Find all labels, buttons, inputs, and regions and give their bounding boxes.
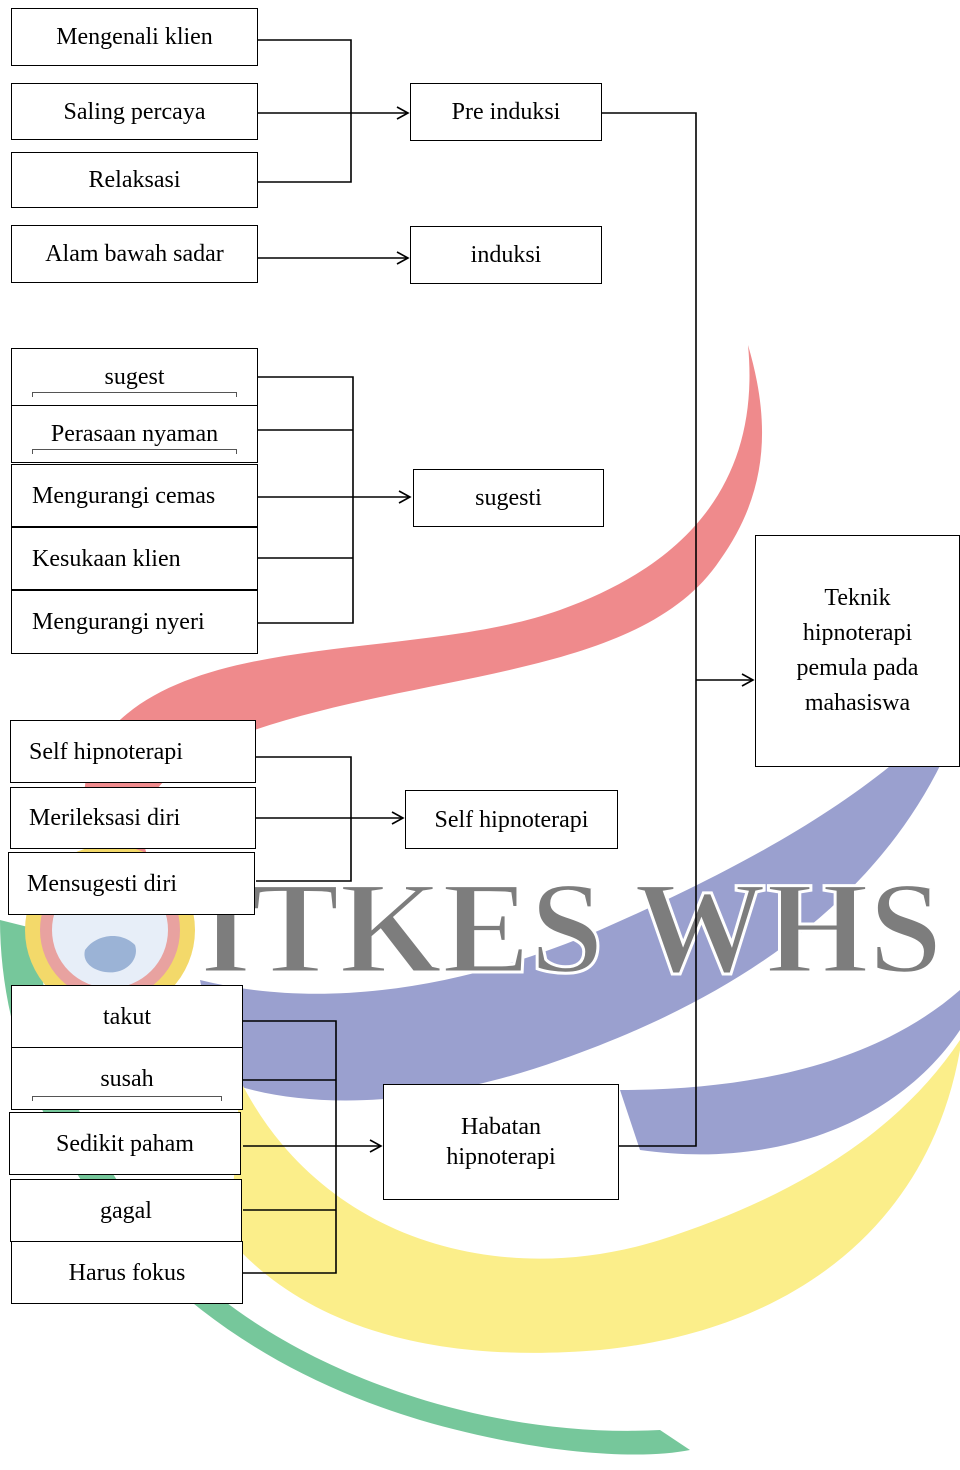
item-kesukaan-klien: Kesukaan klien <box>11 527 258 590</box>
item-perasaan-nyaman: Perasaan nyaman <box>11 405 258 463</box>
watermark-red-swoosh <box>84 345 763 900</box>
item-label: gagal <box>100 1197 152 1224</box>
target-label: sugesti <box>475 485 542 511</box>
connector-self-hipnoterapi <box>256 756 352 882</box>
item-label: Saling percaya <box>63 98 206 125</box>
item-mengenali-klien: Mengenali klien <box>11 8 258 66</box>
connector-pre-induksi <box>258 39 352 183</box>
target-label: Self hipnoterapi <box>434 806 589 833</box>
decorative-underline <box>32 449 237 454</box>
target-pre-induksi: Pre induksi <box>410 83 602 141</box>
item-label: sugest <box>104 364 165 390</box>
item-mensugesti-diri: Mensugesti diri <box>8 852 255 915</box>
item-saling-percaya: Saling percaya <box>11 83 258 140</box>
item-label: Merileksasi diri <box>29 805 181 831</box>
item-merileksasi-diri: Merileksasi diri <box>10 787 256 849</box>
watermark-blue-band <box>200 700 960 1101</box>
target-label: induksi <box>470 242 542 268</box>
watermark-emblem-land <box>84 935 136 973</box>
watermark-text: ITKES WHS <box>200 854 942 1001</box>
target-self-hipnoterapi: Self hipnoterapi <box>405 790 618 849</box>
item-mengurangi-cemas: Mengurangi cemas <box>11 464 258 527</box>
connector-trunk <box>602 112 697 1147</box>
item-label: Sedikit paham <box>56 1130 194 1157</box>
item-mengurangi-nyeri: Mengurangi nyeri <box>11 590 258 654</box>
item-alam-bawah-sadar: Alam bawah sadar <box>11 225 258 283</box>
item-label: Perasaan nyaman <box>50 421 219 447</box>
item-takut: takut <box>11 985 243 1048</box>
item-label: Kesukaan klien <box>32 545 181 572</box>
item-label: Mengenali klien <box>56 24 213 50</box>
watermark-blue-band-lower <box>620 990 960 1155</box>
item-label: susah <box>100 1065 154 1092</box>
target-sugesti: sugesti <box>413 469 604 527</box>
target-label: Habatan hipnoterapi <box>446 1114 556 1170</box>
item-label: Alam bawah sadar <box>45 241 224 267</box>
target-induksi: induksi <box>410 226 602 284</box>
item-self-hipnoterapi: Self hipnoterapi <box>10 720 256 783</box>
item-label: Mensugesti diri <box>27 870 177 897</box>
item-harus-fokus: Harus fokus <box>11 1241 243 1304</box>
connector-habatan <box>243 1020 337 1274</box>
item-label: Self hipnoterapi <box>29 738 183 765</box>
watermark-yellow-band <box>230 1040 960 1353</box>
target-label: Pre induksi <box>451 99 561 125</box>
item-gagal: gagal <box>10 1179 242 1242</box>
item-label: Relaksasi <box>88 167 181 193</box>
item-sugest: sugest <box>11 348 258 406</box>
target-habatan-hipnoterapi: Habatan hipnoterapi <box>383 1084 619 1200</box>
item-label: Harus fokus <box>68 1259 186 1286</box>
item-label: takut <box>103 1003 151 1030</box>
decorative-underline <box>32 1096 222 1101</box>
outcome-label: Teknik hipnoterapi pemula pada mahasiswa <box>796 585 919 716</box>
item-relaksasi: Relaksasi <box>11 152 258 208</box>
item-label: Mengurangi nyeri <box>32 609 205 635</box>
item-label: Mengurangi cemas <box>32 482 216 509</box>
decorative-underline <box>32 392 237 397</box>
outcome-teknik-hipnoterapi: Teknik hipnoterapi pemula pada mahasiswa <box>755 535 960 767</box>
item-sedikit-paham: Sedikit paham <box>9 1112 241 1175</box>
item-susah: susah <box>11 1047 243 1110</box>
connector-sugesti <box>258 376 354 624</box>
